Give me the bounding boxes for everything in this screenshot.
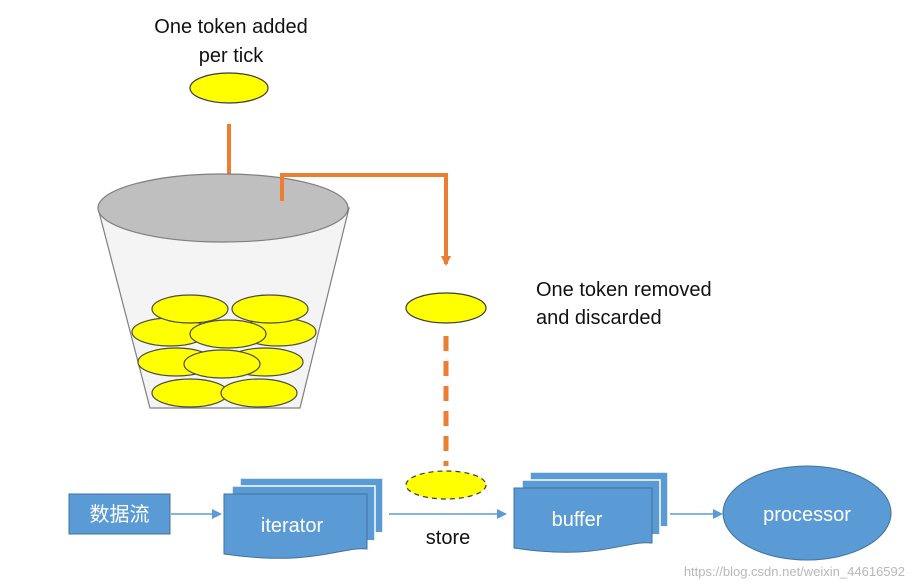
- buffer-label: buffer: [552, 509, 603, 531]
- iterator-box: [223, 477, 384, 559]
- bucket-token: [220, 378, 298, 408]
- bucket-token: [183, 349, 261, 379]
- bucket-token: [189, 319, 267, 349]
- processor-label: processor: [763, 504, 851, 526]
- bucket-top: [97, 173, 349, 243]
- bucket-token: [151, 378, 229, 408]
- processor-node: [722, 465, 892, 561]
- removed-token: [405, 292, 487, 324]
- token-bucket: [97, 173, 350, 409]
- buffer-box: [513, 471, 669, 553]
- watermark-text: https://blog.csdn.net/weixin_44616592: [684, 564, 905, 579]
- remove-token-arrow: [280, 173, 451, 266]
- incoming-token: [189, 72, 269, 104]
- token-added-label-line1: One token added: [154, 16, 307, 38]
- token-added-label-line2: per tick: [199, 45, 264, 67]
- bucket-tokens: [131, 294, 317, 408]
- bucket-token: [231, 294, 309, 324]
- store-token: [405, 470, 487, 500]
- input-box-label: 数据流: [90, 503, 150, 526]
- store-label: store: [426, 527, 470, 549]
- token-removed-label-line2: and discarded: [536, 307, 662, 329]
- bucket-token: [151, 294, 229, 324]
- token-removed-label-line1: One token removed: [536, 279, 712, 301]
- iterator-label: iterator: [261, 515, 324, 537]
- input-box: [68, 493, 171, 535]
